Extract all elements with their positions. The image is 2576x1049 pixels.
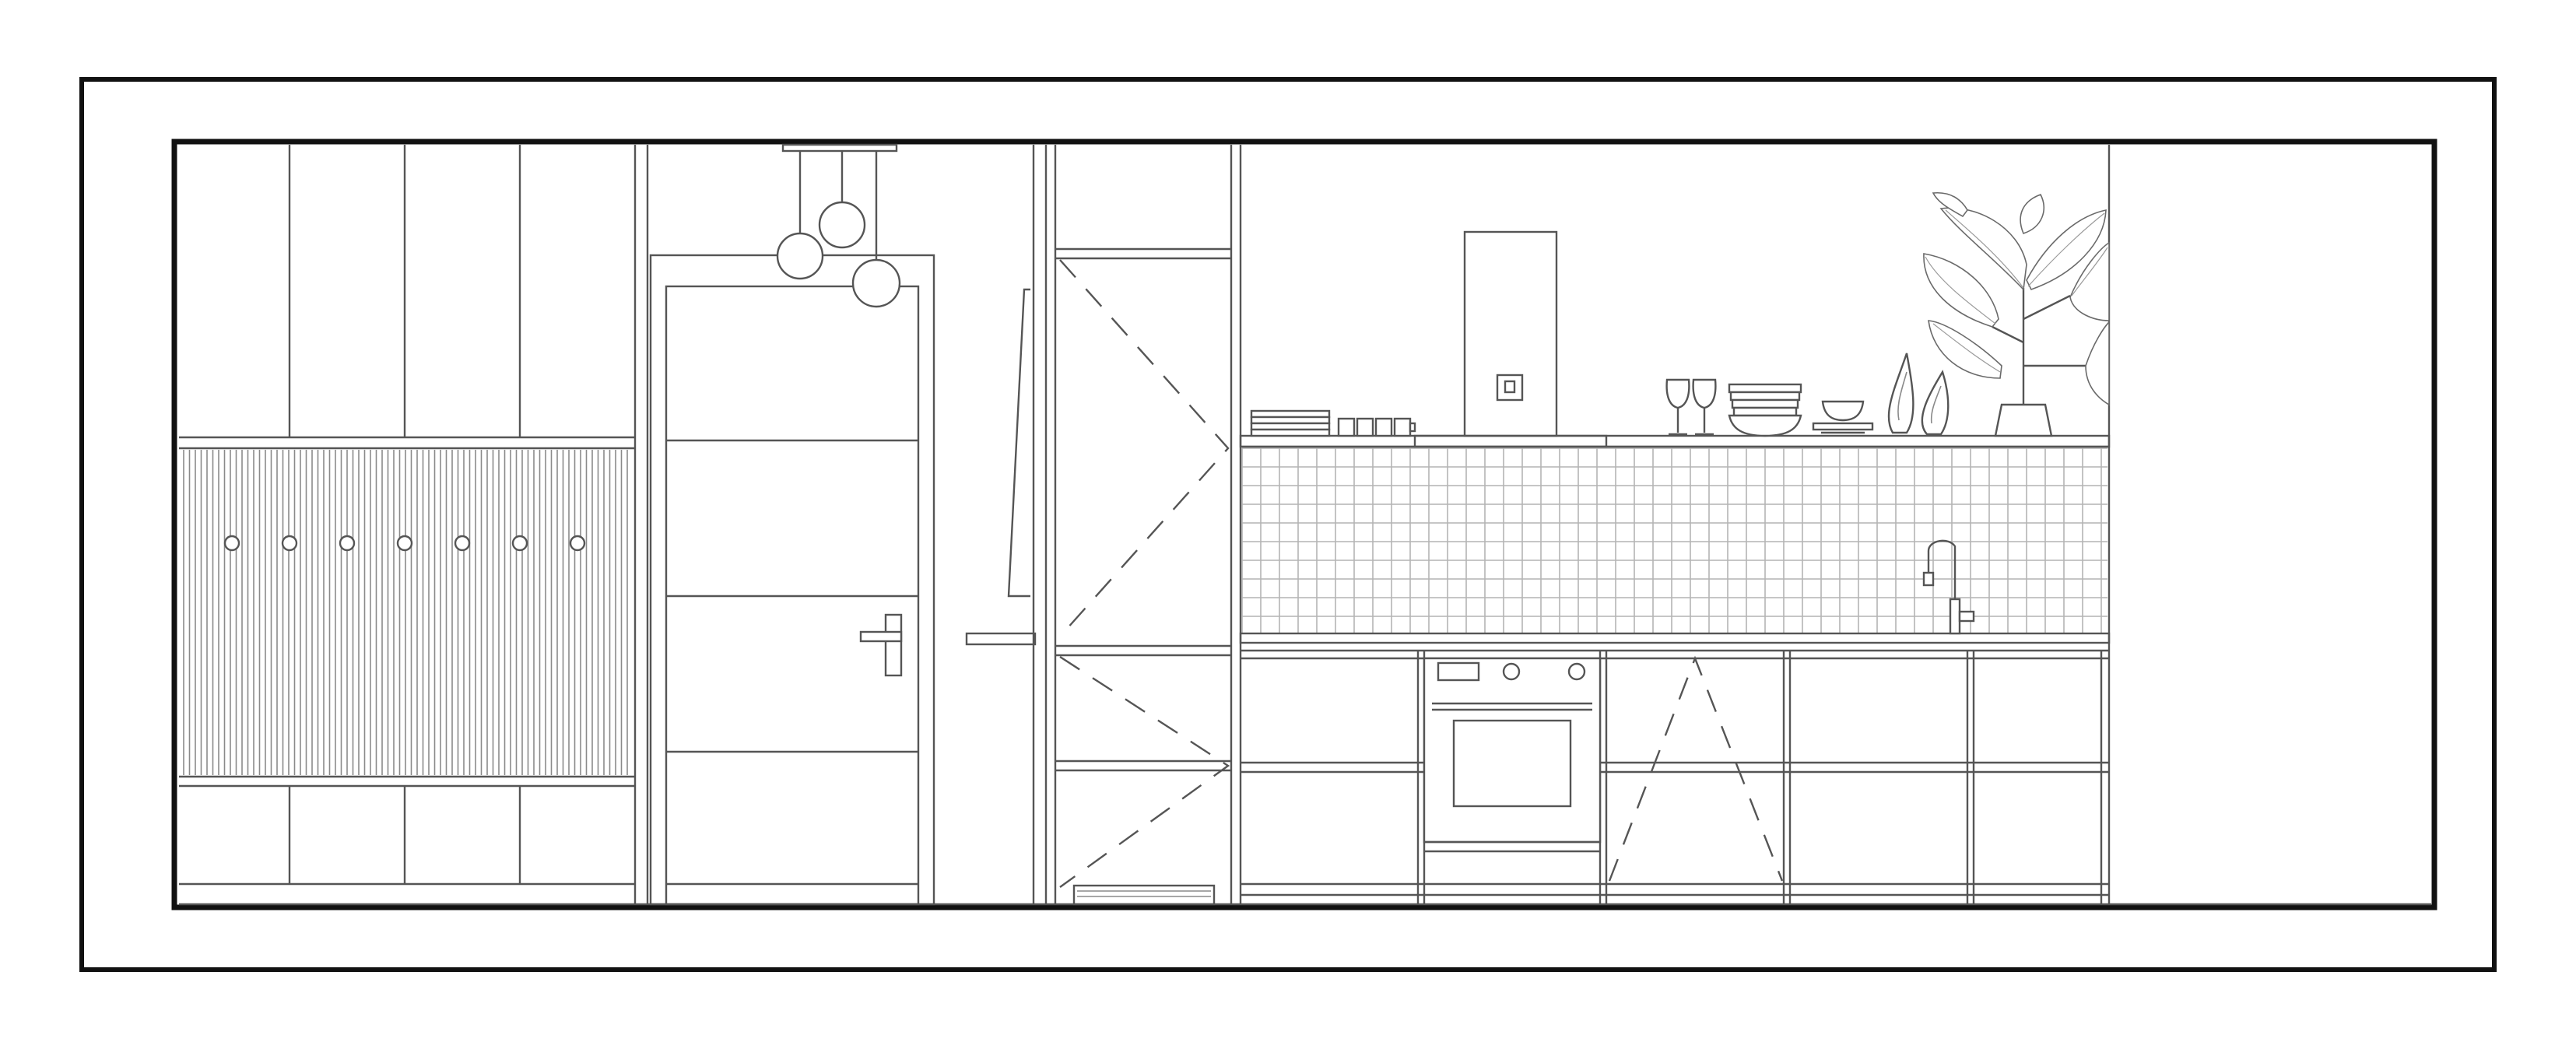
coat-hook <box>569 535 586 552</box>
wine-glasses <box>1665 378 1717 436</box>
coat-hook <box>396 535 413 552</box>
wardrobe-upper-panels <box>179 145 637 904</box>
fridge-vent-grille <box>1072 884 1216 906</box>
kitchen-worktop <box>1239 632 2111 660</box>
base-cabinets <box>1241 651 2109 904</box>
boiler-unit <box>1463 230 1558 437</box>
wardrobe-slatted-panel <box>183 450 628 775</box>
bowl-stack <box>1728 383 1802 437</box>
kitchen-upper-shelf <box>1239 434 2111 448</box>
coat-hook <box>454 535 471 552</box>
tile-backsplash <box>1241 447 2107 633</box>
oven <box>1423 657 1602 853</box>
coat-hook <box>511 535 528 552</box>
wall-mirror <box>1007 288 1030 598</box>
kitchen-tap <box>1922 539 1975 635</box>
coat-hooks <box>223 535 586 552</box>
wall-shelf <box>965 632 1037 646</box>
door-handle <box>859 613 903 677</box>
tall-fridge-unit <box>1032 145 1242 906</box>
hallway-door <box>649 254 935 906</box>
potted-plant <box>1923 191 2110 437</box>
spice-jars <box>1337 417 1416 437</box>
wardrobe-lower-panels <box>179 786 635 886</box>
wardrobe <box>179 145 649 904</box>
coat-hook <box>281 535 298 552</box>
coat-hook <box>223 535 240 552</box>
cup-and-saucer <box>1812 400 1874 434</box>
coat-hook <box>339 535 356 552</box>
plate-stack <box>1250 409 1331 437</box>
vases <box>1887 353 1950 436</box>
pendant-lights <box>776 143 901 308</box>
outer-frame <box>79 77 2497 972</box>
inner-frame <box>171 139 2437 910</box>
